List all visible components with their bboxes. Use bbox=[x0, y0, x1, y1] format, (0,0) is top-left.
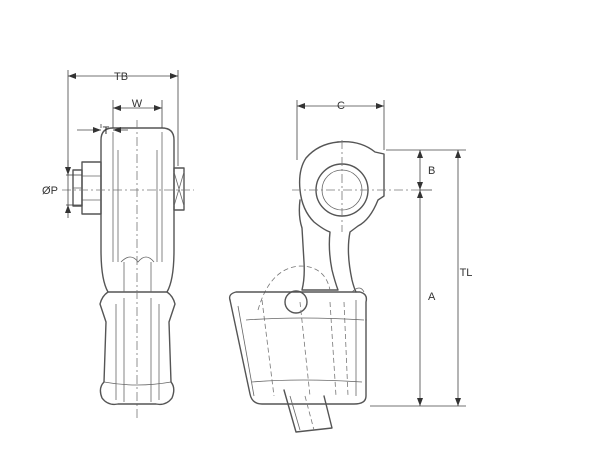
dim-label-tb: TB bbox=[114, 71, 128, 83]
front-view bbox=[62, 120, 194, 418]
front-view-dimensions bbox=[65, 70, 179, 218]
dim-label-w: W bbox=[132, 98, 143, 110]
side-view bbox=[228, 140, 420, 433]
dim-label-a: A bbox=[428, 291, 436, 303]
dim-label-tl: TL bbox=[460, 267, 473, 279]
side-view-dimensions bbox=[296, 100, 466, 407]
dim-label-p: ØP bbox=[42, 185, 58, 197]
dim-label-c: C bbox=[337, 100, 345, 112]
dim-label-t: T bbox=[103, 125, 110, 137]
dim-label-b: B bbox=[428, 165, 435, 177]
